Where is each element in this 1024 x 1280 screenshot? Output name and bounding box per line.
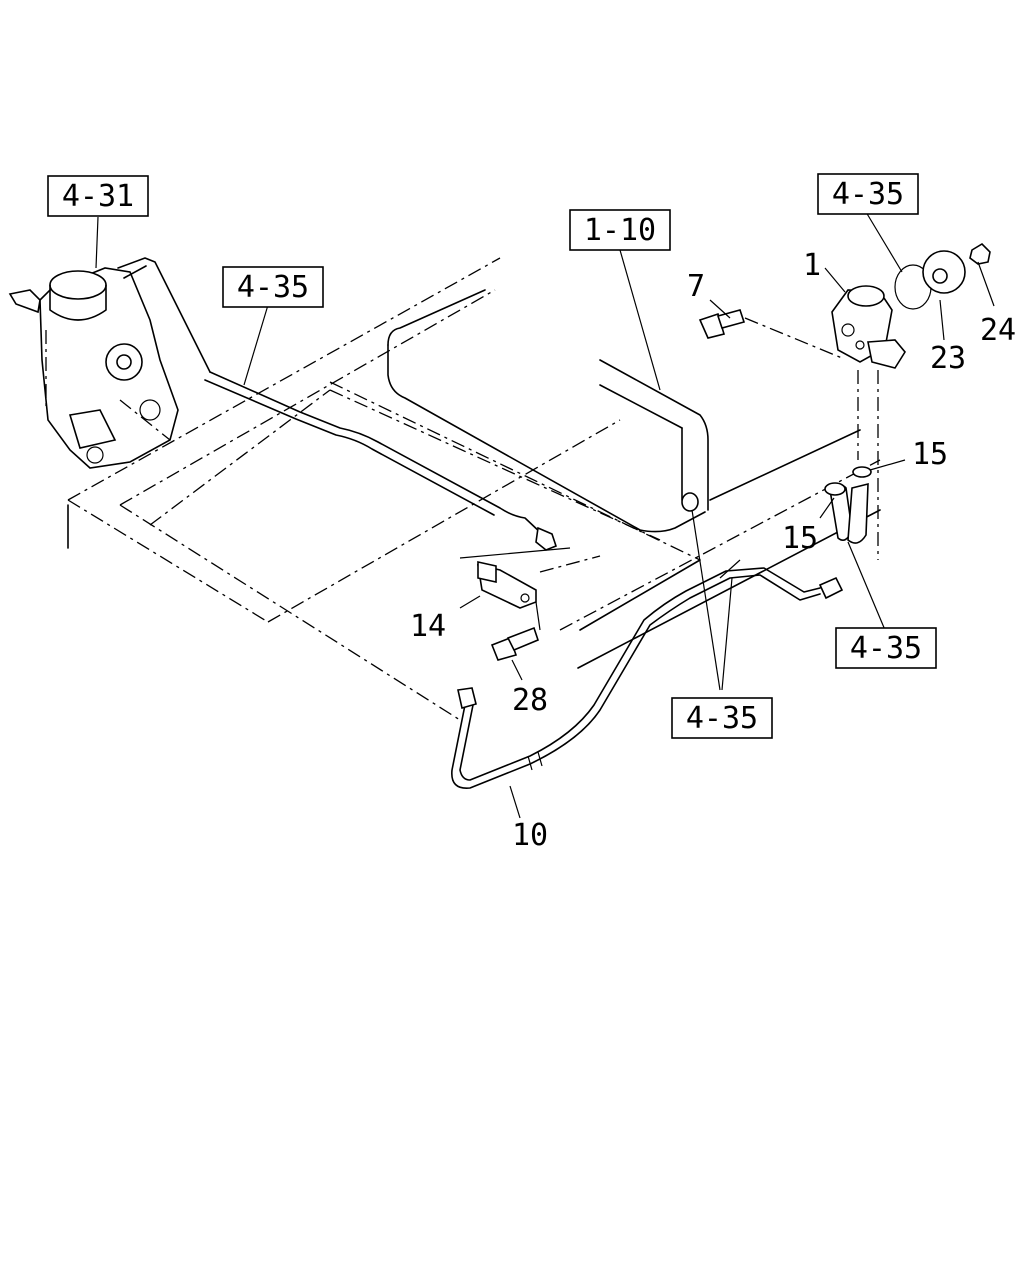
callout-label: 4-35: [686, 701, 758, 736]
fuel-pipe-10: [451, 559, 844, 789]
nut-24: [969, 242, 991, 265]
grommet-icon: [681, 492, 699, 512]
part-number-24: 24: [980, 313, 1016, 348]
callout-label: 4-31: [62, 179, 134, 214]
callout-4-35-left: 4-35: [222, 266, 324, 308]
fuel-tank: [387, 289, 709, 533]
hose-clip-icon: [824, 482, 846, 496]
callout-4-31: 4-31: [47, 175, 149, 217]
part-number-28: 28: [512, 683, 548, 718]
feed-pump: [744, 285, 906, 369]
leader-lines: [95, 211, 995, 819]
callout-label: 4-35: [832, 177, 904, 212]
callout-4-35-right: 4-35: [835, 627, 937, 669]
hose-clip-icon: [852, 466, 872, 478]
sprocket-23: [922, 250, 966, 294]
callout-label: 4-35: [850, 631, 922, 666]
part-number-14: 14: [410, 609, 446, 644]
bracket-14: [459, 547, 601, 631]
fuel-feed-line: [204, 371, 557, 551]
part-number-15: 15: [782, 521, 818, 556]
part-number-7: 7: [687, 269, 705, 304]
injection-pump: [8, 257, 211, 469]
chassis-frame: [67, 257, 881, 721]
callout-1-10: 1-10: [569, 209, 671, 251]
callout-4-35-top: 4-35: [817, 173, 919, 215]
bolt-7: [698, 309, 746, 339]
part-number-23: 23: [930, 341, 966, 376]
callout-label: 4-35: [237, 270, 309, 305]
part-number-10: 10: [512, 818, 548, 853]
part-number-15: 15: [912, 437, 948, 472]
callout-4-35-bottom: 4-35: [671, 697, 773, 739]
callout-label: 1-10: [584, 213, 656, 248]
part-number-1: 1: [803, 248, 821, 283]
bolt-28: [490, 626, 539, 661]
fuel-hose: [824, 370, 879, 560]
